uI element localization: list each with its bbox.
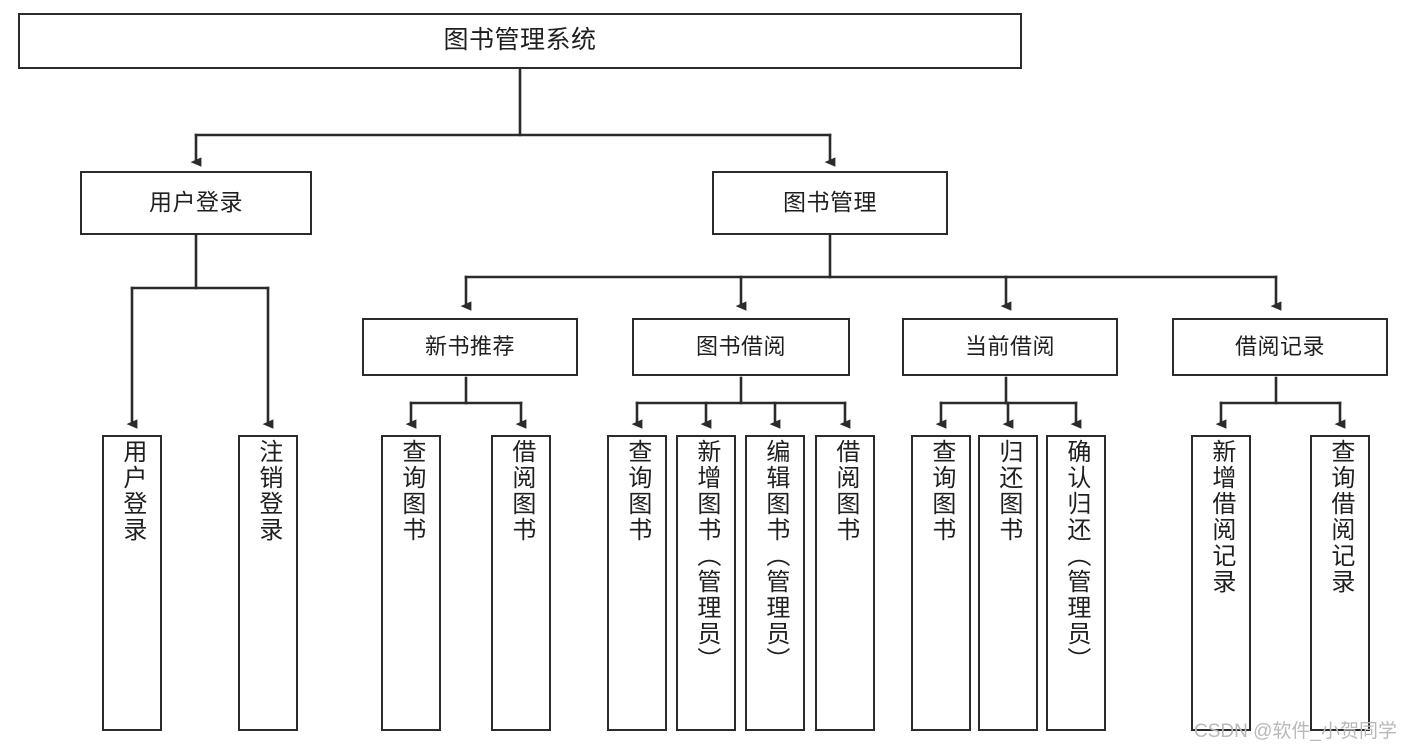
node-label: 图书管理系统	[443, 26, 597, 55]
node-book-borrow[interactable]: 图书借阅	[632, 318, 850, 376]
node-label: 新增借阅记录	[1207, 439, 1235, 595]
leaf-current-confirm-return-admin[interactable]: 确认归还（管理员）	[1046, 435, 1106, 731]
leaf-record-query-borrow-record[interactable]: 查询借阅记录	[1310, 435, 1370, 731]
leaf-borrow-borrow-book[interactable]: 借阅图书	[815, 435, 875, 731]
leaf-current-return-book[interactable]: 归还图书	[978, 435, 1038, 731]
node-root-book-management-system[interactable]: 图书管理系统	[18, 13, 1022, 69]
node-label: 查询图书	[397, 439, 425, 543]
node-current-borrow[interactable]: 当前借阅	[902, 318, 1118, 376]
node-label: 借阅记录	[1234, 334, 1325, 360]
node-label: 注销登录	[254, 439, 282, 543]
node-label: 确认归还（管理员）	[1062, 439, 1090, 673]
leaf-logout-action[interactable]: 注销登录	[238, 435, 298, 731]
leaf-current-query-book[interactable]: 查询图书	[911, 435, 971, 731]
leaf-user-login-action[interactable]: 用户登录	[102, 435, 162, 731]
node-book-management[interactable]: 图书管理	[712, 171, 948, 235]
node-label: 查询图书	[927, 439, 955, 543]
leaf-record-add-borrow-record[interactable]: 新增借阅记录	[1191, 435, 1251, 731]
node-borrow-record[interactable]: 借阅记录	[1172, 318, 1388, 376]
node-label: 图书借阅	[695, 334, 786, 360]
leaf-borrow-add-book-admin[interactable]: 新增图书（管理员）	[676, 435, 736, 731]
node-label: 用户登录	[149, 189, 243, 216]
node-label: 图书管理	[783, 189, 877, 216]
node-label: 借阅图书	[507, 439, 535, 543]
csdn-watermark: CSDN @软件_小贺同学	[1194, 721, 1397, 742]
leaf-borrow-query-book[interactable]: 查询图书	[607, 435, 667, 731]
node-label: 新增图书（管理员）	[692, 439, 720, 673]
node-new-book-recommend[interactable]: 新书推荐	[362, 318, 578, 376]
leaf-recommend-query-book[interactable]: 查询图书	[381, 435, 441, 731]
node-label: 当前借阅	[964, 334, 1055, 360]
leaf-recommend-borrow-book[interactable]: 借阅图书	[491, 435, 551, 731]
node-label: 借阅图书	[831, 439, 859, 543]
node-label: 查询图书	[623, 439, 651, 543]
node-label: 查询借阅记录	[1326, 439, 1354, 595]
leaf-borrow-edit-book-admin[interactable]: 编辑图书（管理员）	[745, 435, 805, 731]
node-user-login[interactable]: 用户登录	[80, 171, 312, 235]
node-label: 新书推荐	[424, 334, 515, 360]
node-label: 归还图书	[994, 439, 1022, 543]
node-label: 编辑图书（管理员）	[761, 439, 789, 673]
node-label: 用户登录	[118, 439, 146, 543]
